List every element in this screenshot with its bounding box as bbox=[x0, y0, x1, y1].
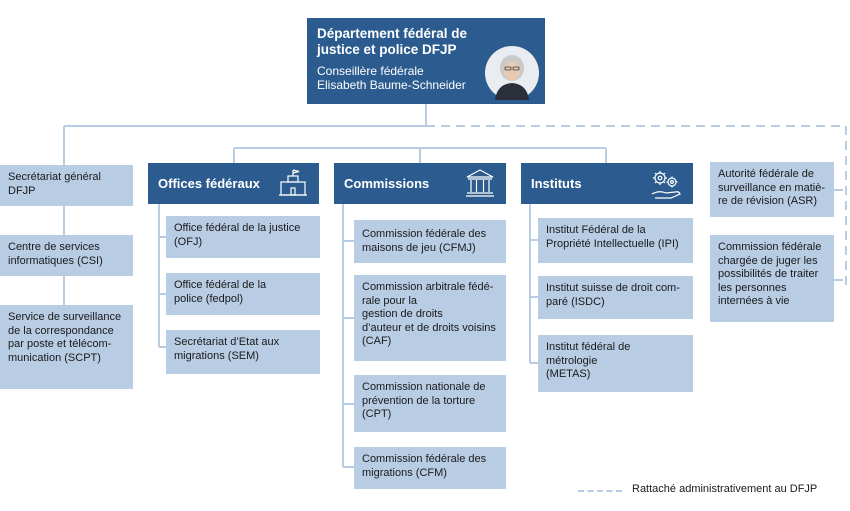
department-title: Département fédéral de justice et police… bbox=[317, 26, 468, 57]
isdc-box: Institut suisse de droit com- paré (ISDC… bbox=[538, 276, 693, 319]
councillor-portrait bbox=[485, 46, 539, 100]
ofj-box: Office fédéral de la justice (OFJ) bbox=[166, 216, 320, 258]
offices-header: Offices fédéraux bbox=[148, 163, 319, 204]
asr-box: Autorité fédérale de surveillance en mat… bbox=[710, 162, 834, 217]
instituts-header: Instituts bbox=[521, 163, 693, 204]
instituts-header-label: Instituts bbox=[531, 176, 582, 191]
courthouse-columns-icon bbox=[466, 169, 494, 197]
councillor-name: Elisabeth Baume-Schneider bbox=[317, 78, 466, 92]
legend-text: Rattaché administrativement au DFJP bbox=[632, 483, 818, 495]
caf-box: Commission arbitrale fédé- rale pour la … bbox=[354, 275, 506, 361]
cfm-box: Commission fédérale des migrations (CFM) bbox=[354, 447, 506, 489]
scpt-box: Service de surveillance de la correspond… bbox=[0, 305, 133, 389]
ipi-box: Institut Fédéral de la Propriété Intelle… bbox=[538, 218, 693, 263]
cfmj-box: Commission fédérale des maisons de jeu (… bbox=[354, 220, 506, 263]
cpt-box: Commission nationale de prévention de la… bbox=[354, 375, 506, 432]
secretariat-general-box: Secrétariat général DFJP bbox=[0, 165, 133, 206]
legend-dashed-line bbox=[578, 490, 622, 492]
csi-box: Centre de services informatiques (CSI) bbox=[0, 235, 133, 276]
commissions-header-label: Commissions bbox=[344, 176, 430, 191]
government-building-icon bbox=[279, 169, 307, 196]
sem-box: Secrétariat d’Etat aux migrations (SEM) bbox=[166, 330, 320, 374]
internment-commission-box: Commission fédérale chargée de juger les… bbox=[710, 235, 834, 322]
commissions-header: Commissions bbox=[334, 163, 506, 204]
offices-header-label: Offices fédéraux bbox=[158, 176, 260, 191]
fedpol-box: Office fédéral de la police (fedpol) bbox=[166, 273, 320, 315]
department-head-box: Département fédéral de justice et police… bbox=[307, 18, 545, 104]
councillor-role: Conseillère fédérale bbox=[317, 64, 424, 78]
metas-box: Institut fédéral de métrologie (METAS) bbox=[538, 335, 693, 392]
gears-in-hand-icon bbox=[651, 171, 681, 199]
